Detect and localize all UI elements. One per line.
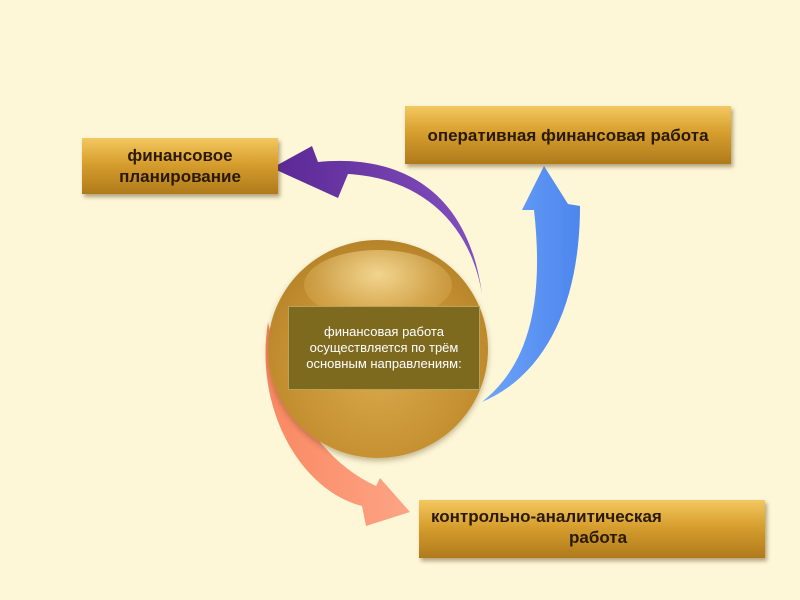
arrow-to-planning — [272, 146, 482, 294]
node-financial-planning-label: финансовое планирование — [119, 146, 241, 186]
arrow-to-control — [265, 322, 410, 526]
node-control-analytical-work-line2: работа — [569, 528, 628, 547]
center-text: финансовая работа осуществляется по трём… — [306, 324, 462, 371]
node-control-analytical-work-line1: контрольно-аналитическая — [431, 507, 662, 526]
arrow-to-operational — [482, 166, 580, 402]
node-financial-planning: финансовое планирование — [82, 138, 278, 194]
node-control-analytical-work: контрольно-аналитическая работа — [419, 500, 765, 558]
node-operational-financial-work: оперативная финансовая работа — [405, 106, 731, 164]
node-operational-financial-work-label: оперативная финансовая работа — [427, 125, 709, 145]
center-text-box: финансовая работа осуществляется по трём… — [288, 306, 480, 390]
